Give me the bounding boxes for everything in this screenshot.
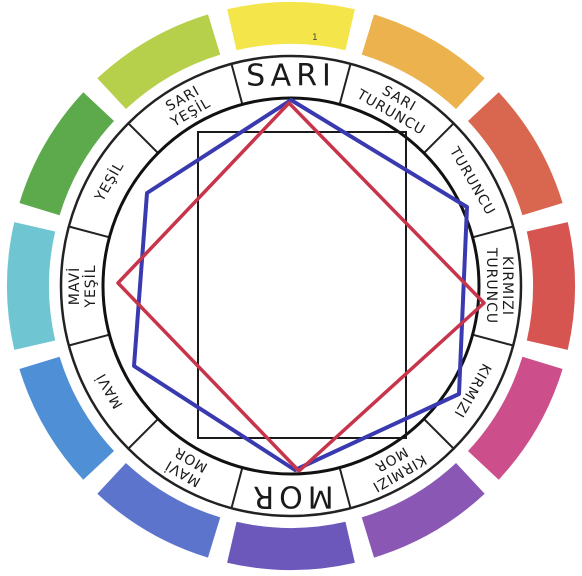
color-segment-kirmizi-turuncu [527, 222, 575, 350]
segment-label-text: MOR [248, 479, 333, 514]
color-segment-mor [227, 522, 355, 570]
segment-label-text: KIRMIZI [499, 256, 515, 316]
label-ring-inner [103, 98, 479, 474]
segment-label-text: MAVİ [65, 267, 83, 305]
segment-label-sari: SARI [246, 59, 336, 94]
segment-label-mor: MOR [248, 479, 333, 514]
segment-label-text: YEŞİL [81, 264, 99, 308]
color-segment-sari [227, 2, 355, 50]
yellow-segment-mark: 1 [312, 33, 318, 43]
segment-label-text: TURUNCU [483, 247, 499, 324]
color-segment-mavi-yesil [7, 222, 55, 350]
segment-label-text: SARI [246, 59, 336, 94]
